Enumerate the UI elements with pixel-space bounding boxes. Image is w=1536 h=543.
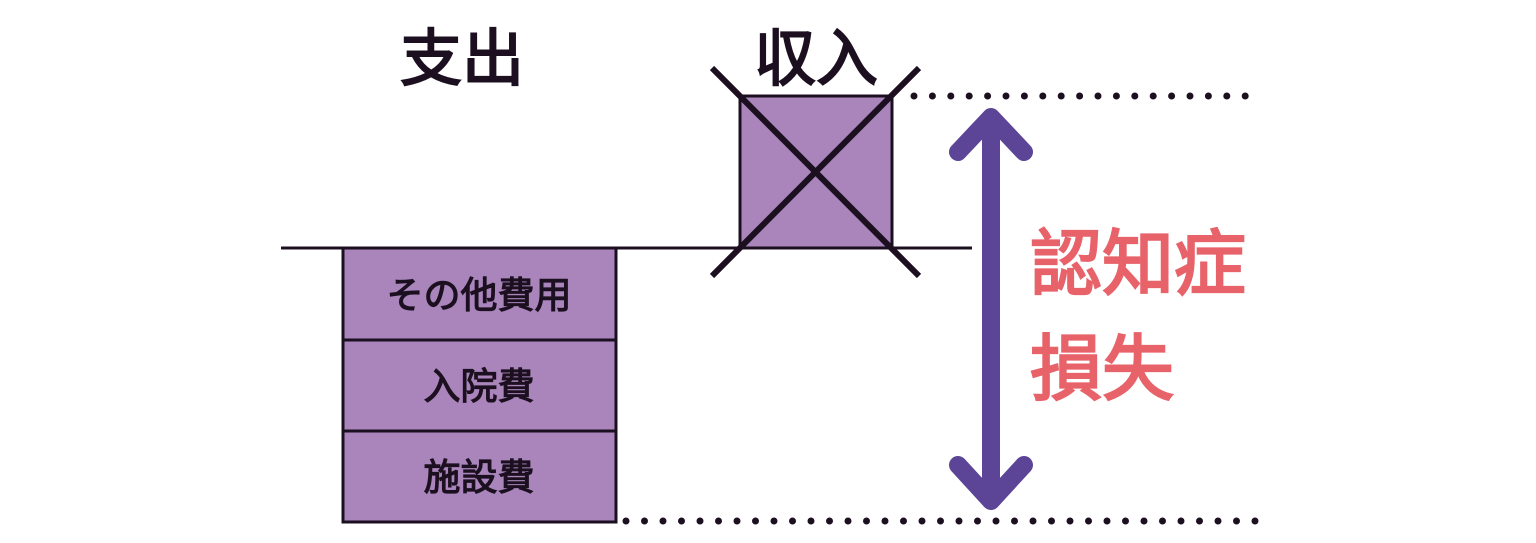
income-block-group bbox=[709, 65, 922, 279]
expense-block-hospital bbox=[341, 338, 618, 433]
double-headed-arrow-icon bbox=[949, 108, 1033, 510]
expenditure-heading: 支出 bbox=[400, 22, 524, 95]
expense-stack: その他費用 入院費 施設費 bbox=[341, 246, 618, 524]
income-heading: 収入 bbox=[754, 22, 878, 95]
expense-label-hospital: 入院費 bbox=[424, 365, 535, 408]
x-mark-stroke-b bbox=[709, 65, 922, 279]
expense-block-facility bbox=[341, 429, 618, 524]
arrow-head-down bbox=[949, 456, 1033, 510]
x-mark-icon bbox=[709, 65, 922, 279]
expense-label-other: その他費用 bbox=[387, 274, 572, 317]
loss-label-line2: 損失 bbox=[1030, 327, 1175, 411]
loss-label-line1: 認知症 bbox=[1030, 222, 1246, 306]
expense-label-facility: 施設費 bbox=[424, 456, 535, 499]
arrow-head-up bbox=[949, 108, 1033, 161]
